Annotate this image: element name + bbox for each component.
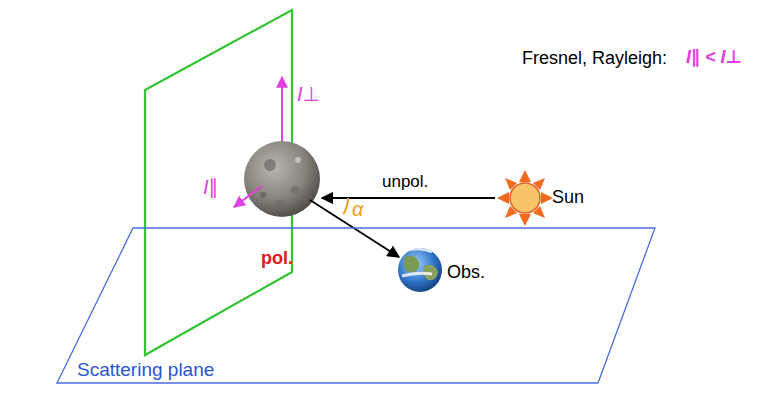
sun-label: Sun	[552, 187, 584, 209]
parallel-arrow	[234, 186, 262, 207]
note-text: Fresnel, Rayleigh:	[522, 48, 667, 70]
observer-label: Obs.	[447, 262, 485, 284]
polarized-label: pol.	[261, 248, 293, 270]
scattering-plane: Scattering plane	[55, 226, 660, 386]
phase-angle-label: α	[352, 197, 363, 221]
phase-angle-arc	[343, 198, 348, 214]
asteroid	[244, 141, 320, 217]
earth-icon	[398, 248, 442, 292]
sun-icon	[497, 170, 553, 226]
parallel-label: I∥	[203, 175, 219, 199]
perpendicular-arrow	[281, 77, 283, 141]
polarization-relation: I∥ < I⊥	[686, 47, 742, 69]
perpendicular-label: I⊥	[297, 82, 320, 106]
plane-border	[57, 228, 655, 383]
unpolarized-label: unpol.	[382, 172, 428, 192]
plane-label: Scattering plane	[77, 359, 214, 381]
